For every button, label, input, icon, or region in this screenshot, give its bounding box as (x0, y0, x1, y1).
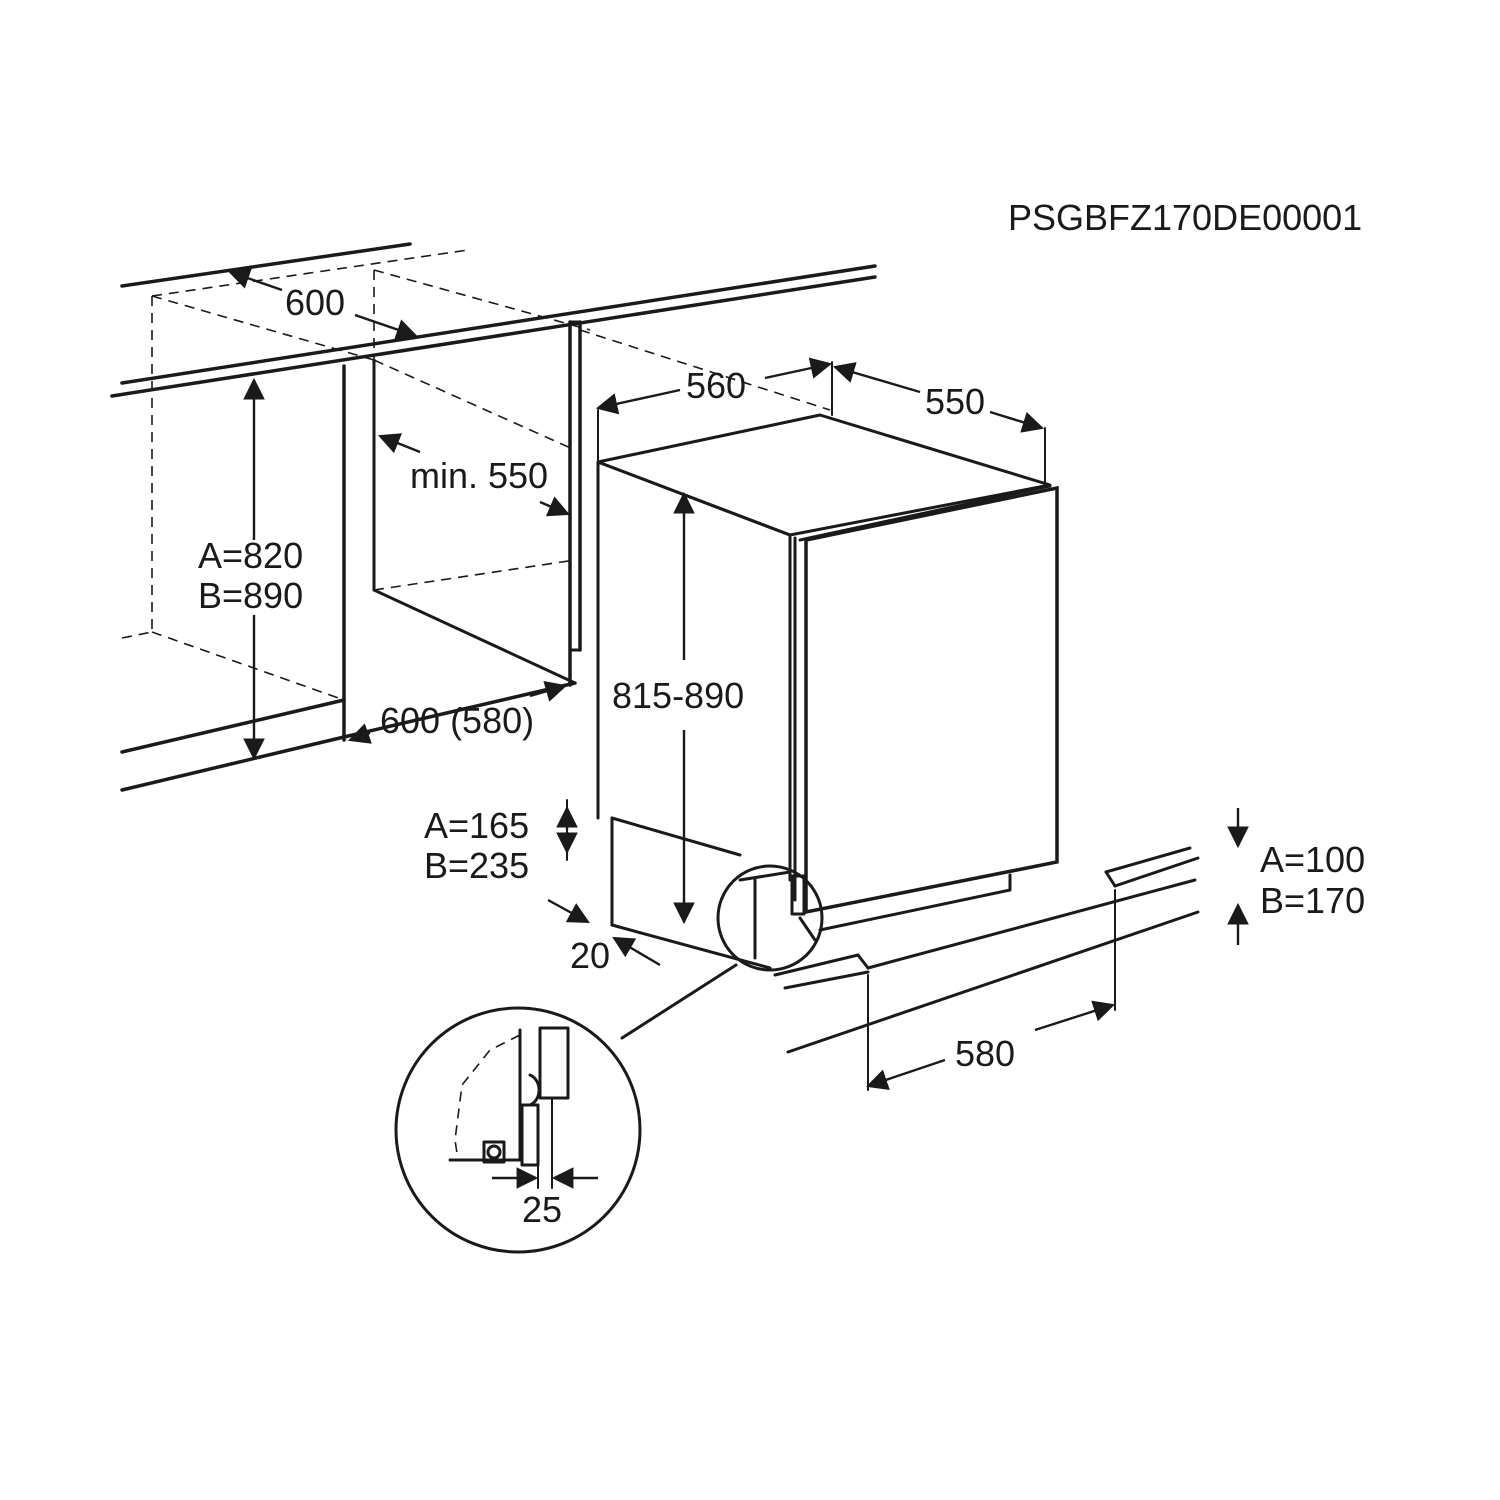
plinth-height-left-a-label: A=165 (424, 805, 529, 846)
niche-width-label: 600 (285, 282, 345, 323)
appliance-width-label: 560 (686, 365, 746, 406)
door-gap-label: 25 (522, 1189, 562, 1230)
plinth-height-right-b-label: B=170 (1260, 880, 1365, 921)
detail-marker-circle (716, 864, 824, 972)
plinth-height-right-a-label: A=100 (1260, 839, 1365, 880)
niche-depth-label: min. 550 (410, 455, 548, 496)
appliance-body (596, 413, 1059, 932)
plinth-height-left-b-label: B=235 (424, 845, 529, 886)
dimension-lines (227, 268, 1249, 1091)
niche-depth-bottom-label: 600 (580) (380, 700, 534, 741)
niche-cabinet-outline (110, 242, 877, 792)
niche-hidden-lines (121, 249, 831, 701)
appliance-depth-label: 550 (925, 381, 985, 422)
drawing-code: PSGBFZ170DE00001 (1008, 197, 1362, 238)
niche-height-a-label: A=820 (198, 535, 303, 576)
plinth (610, 816, 1200, 1054)
plinth-width-label: 580 (955, 1033, 1015, 1074)
appliance-height-label: 815-890 (612, 675, 744, 716)
niche-height-b-label: B=890 (198, 575, 303, 616)
plinth-offset-label: 20 (570, 935, 610, 976)
detail-zoom-circle (394, 1006, 642, 1254)
